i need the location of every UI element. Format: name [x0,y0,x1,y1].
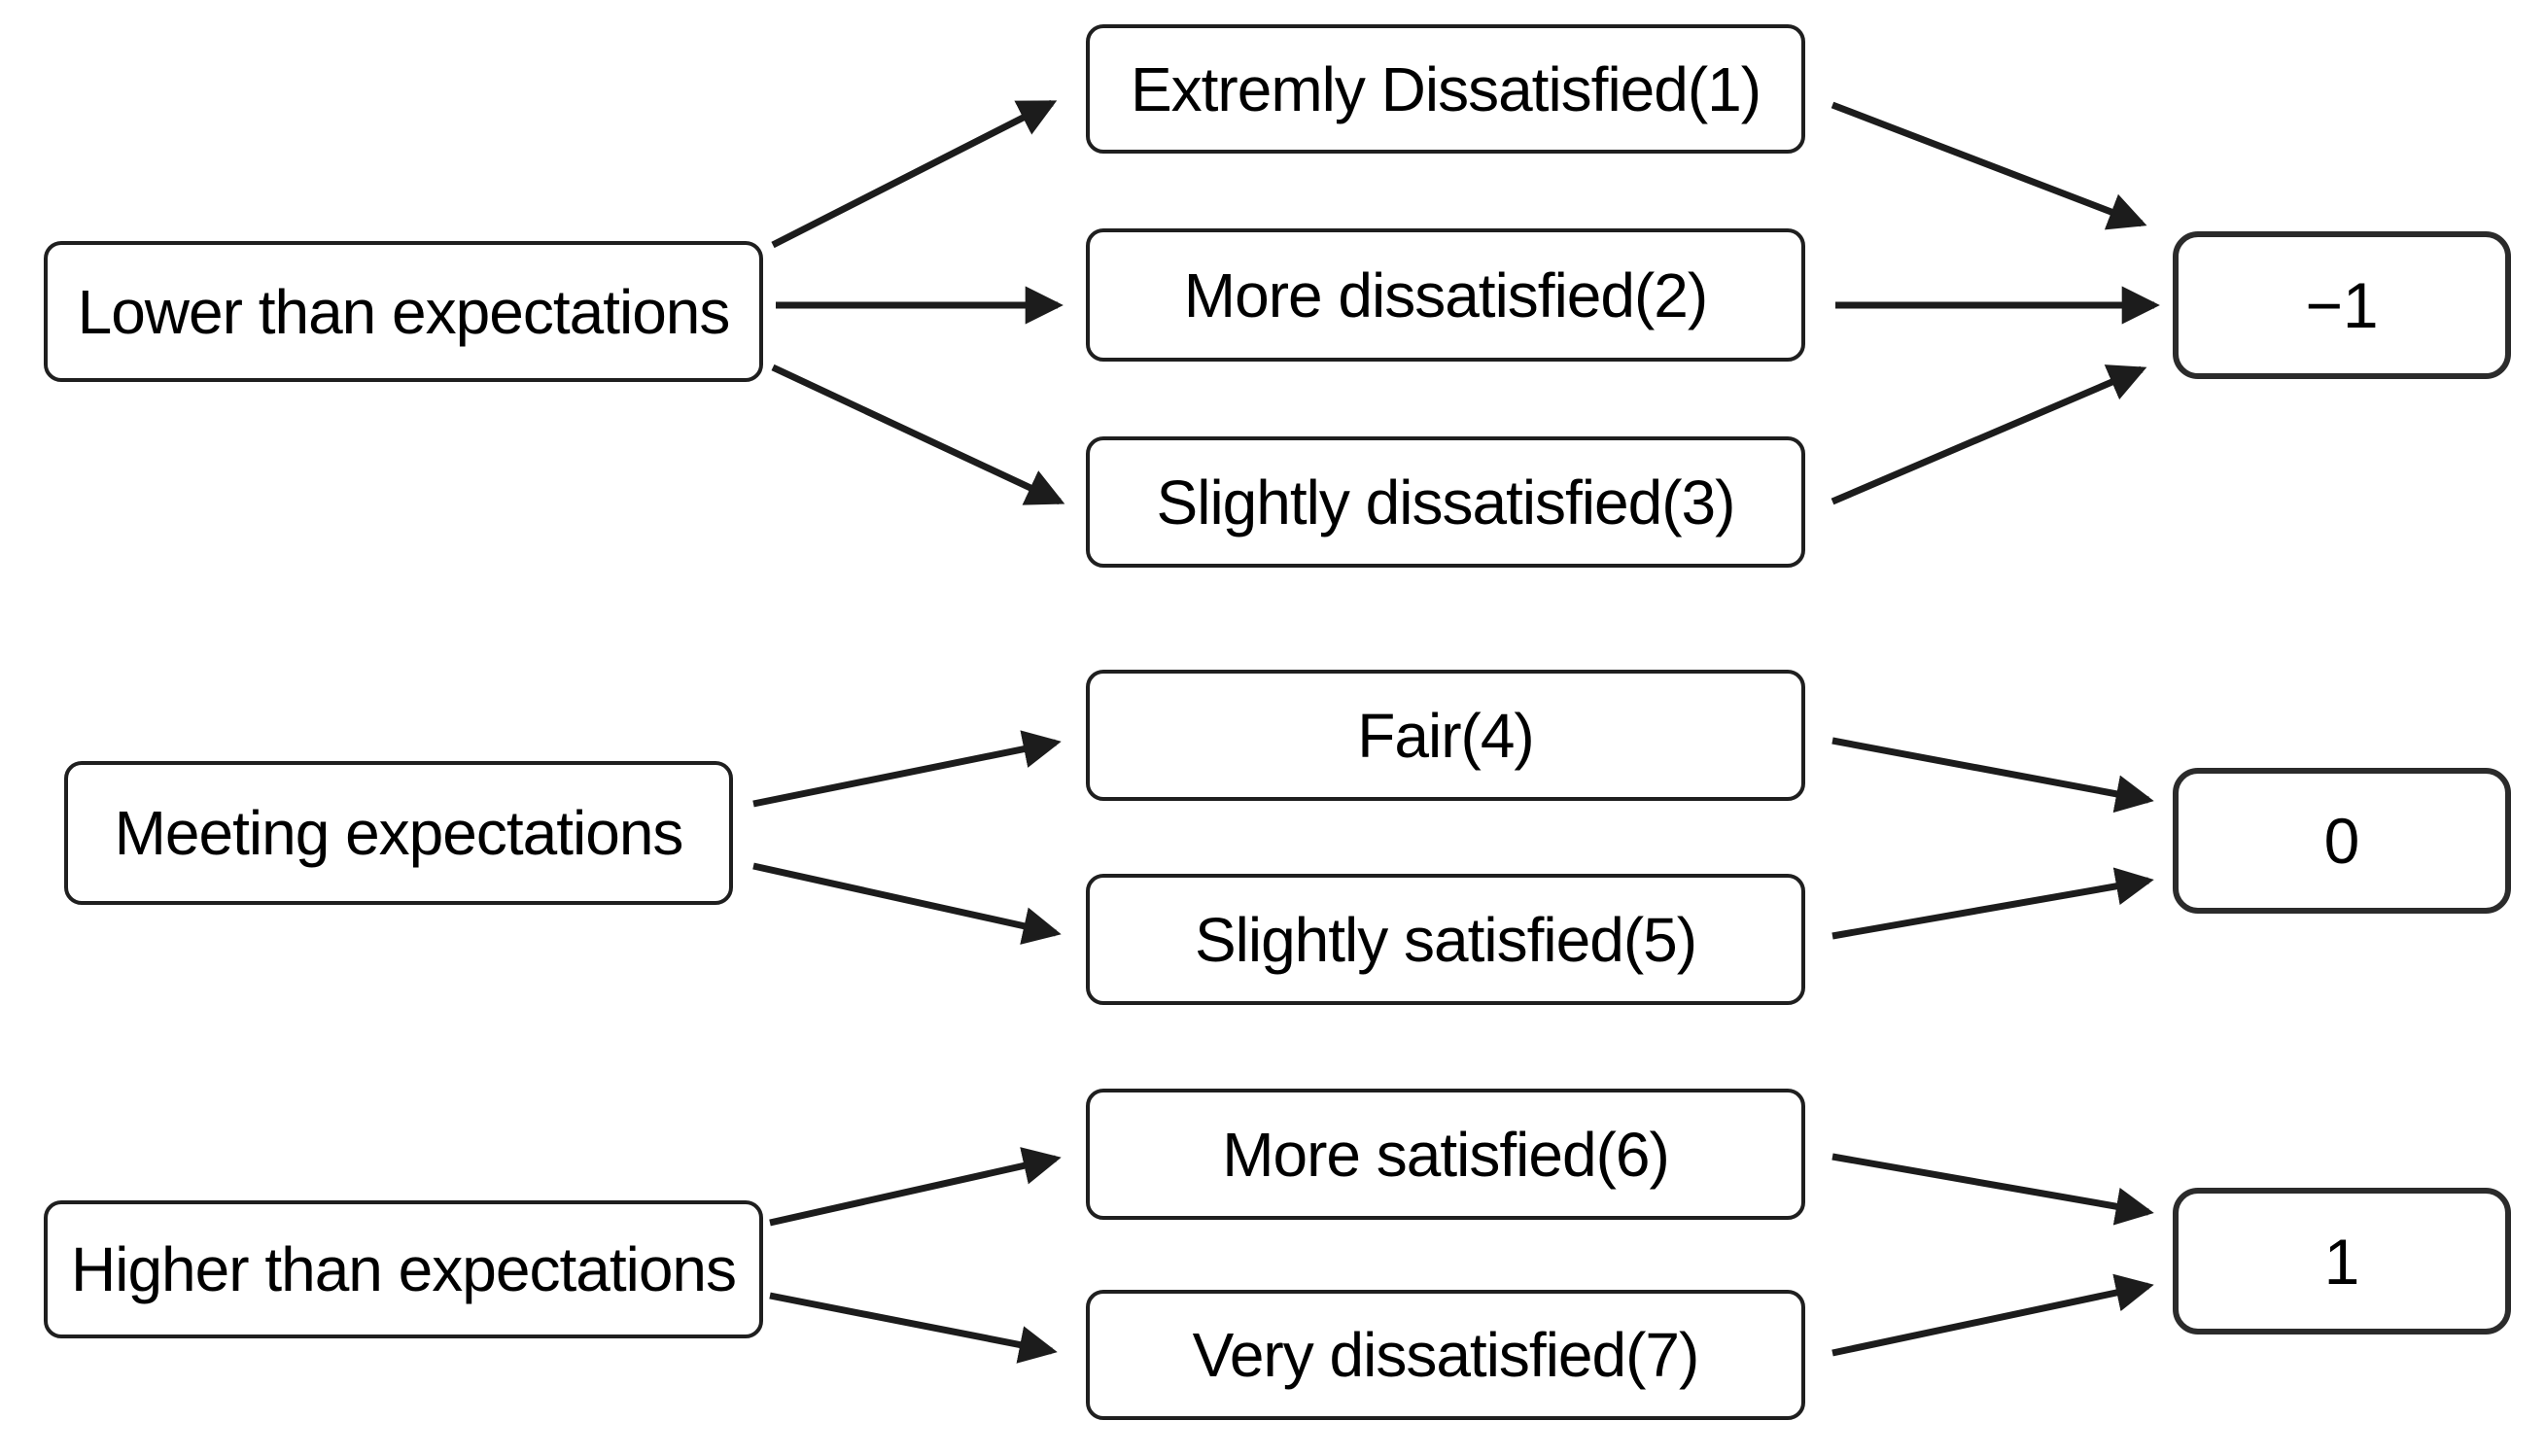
expectation-box-lower: Lower than expectations [44,241,763,382]
response-box-more-dissatisfied: More dissatisfied(2) [1086,228,1805,362]
arrow-very-dissatisfied-to-one [1831,1273,2154,1357]
score-box-zero: 0 [2173,768,2511,914]
arrow-higher-to-more-satisfied [769,1147,1062,1227]
response-box-slightly-satisfied: Slightly satisfied(5) [1086,874,1805,1005]
arrow-slightly-dissatisfied-to-neg1 [1831,364,2147,505]
arrow-meeting-to-fair [752,730,1062,808]
response-box-extremely-dissatisfied: Extremly Dissatisfied(1) [1086,24,1805,154]
arrow-lower-to-extremely-dissatisfied [771,99,1058,249]
arrow-more-satisfied-to-one [1831,1153,2154,1226]
expectation-box-higher: Higher than expectations [44,1200,763,1338]
response-box-slightly-dissatisfied: Slightly dissatisfied(3) [1086,436,1805,568]
arrow-fair-to-zero [1831,737,2154,814]
arrow-extremely-dissatisfied-to-neg1 [1831,101,2147,230]
expectation-box-meeting: Meeting expectations [64,761,733,905]
score-box-one: 1 [2173,1188,2511,1335]
arrow-lower-to-slightly-dissatisfied [771,364,1065,505]
score-box-negative-one: −1 [2173,231,2511,379]
arrow-slightly-satisfied-to-zero [1831,867,2154,940]
arrow-meeting-to-slightly-satisfied [752,862,1062,945]
arrow-higher-to-very-dissatisfied [769,1292,1058,1364]
response-box-more-satisfied: More satisfied(6) [1086,1089,1805,1220]
response-box-very-dissatisfied: Very dissatisfied(7) [1086,1290,1805,1420]
response-box-fair: Fair(4) [1086,670,1805,801]
